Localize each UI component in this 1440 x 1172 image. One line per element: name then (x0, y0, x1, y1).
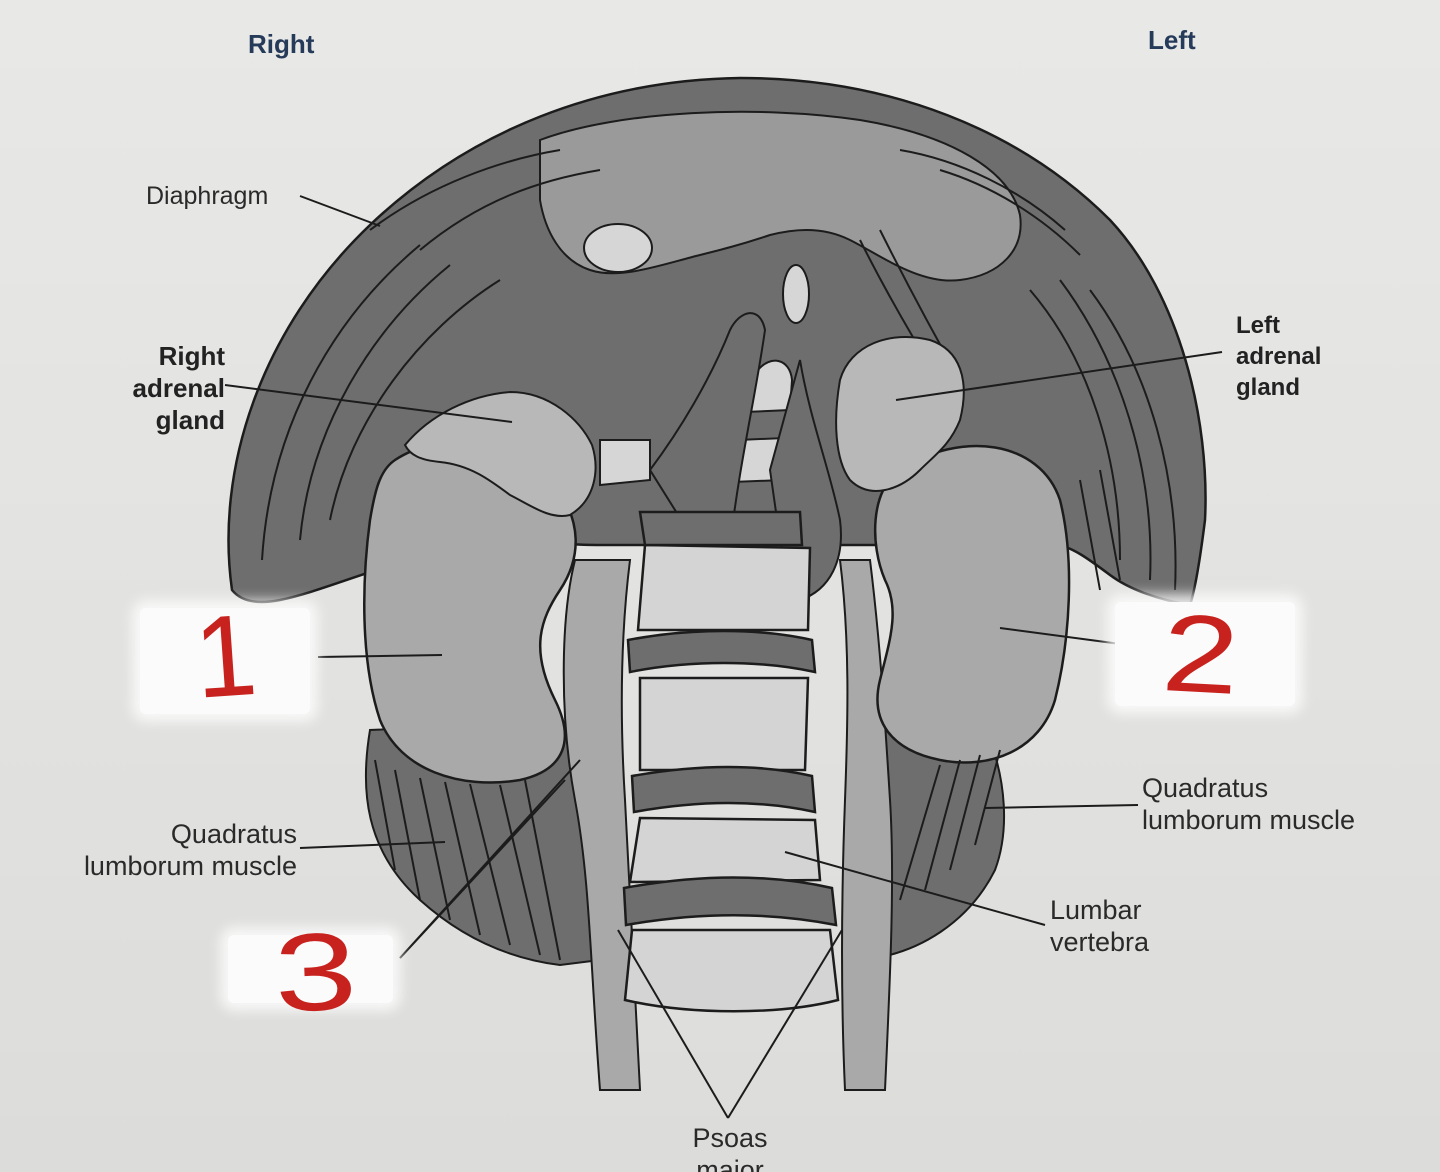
leader-2 (999, 627, 1129, 646)
quadratus-striations (374, 469, 1121, 961)
handwritten-mark-1: 1 (190, 589, 261, 724)
leader-psoas-b (727, 929, 843, 1119)
label-right-side: Right (248, 29, 315, 59)
handwritten-mark-2: 2 (1159, 591, 1243, 718)
label-cover-3 (228, 935, 393, 1003)
leader-right-adrenal (224, 384, 513, 423)
left-kidney (873, 444, 1071, 764)
label-left-side: Left (1148, 25, 1196, 55)
leader-lumbar (784, 851, 1046, 926)
diaphragm-fibers (261, 149, 1177, 591)
psoas-major-left (838, 559, 894, 1091)
label-lumbar-vertebra: Lumbar vertebra (1050, 895, 1150, 957)
leader-psoas-a (617, 929, 729, 1119)
label-psoas-major: Psoas major (692, 1123, 768, 1172)
lumbar-vertebrae (622, 510, 840, 1013)
great-vessel (599, 439, 651, 487)
caval-opening (583, 223, 653, 273)
right-adrenal-gland (403, 390, 597, 517)
esophageal-opening (782, 264, 810, 324)
leader-1 (317, 654, 443, 658)
label-cover-2 (1115, 602, 1295, 706)
central-tendon (539, 110, 1022, 282)
leader-quadratus-left (299, 841, 446, 849)
label-quadratus-lumborum-right-side: Quadratus lumborum muscle (83, 819, 297, 881)
label-right-adrenal-gland: Right adrenal gland (132, 341, 226, 435)
handwritten-mark-3: 3 (272, 909, 359, 1036)
psoas-major-right (562, 559, 642, 1091)
label-left-adrenal-gland: Left adrenal gland (1236, 312, 1322, 401)
leader-lines (224, 195, 1223, 1119)
leader-diaphragm (299, 195, 381, 227)
leader-left-adrenal (895, 351, 1223, 401)
right-crus (648, 312, 767, 552)
label-cover-1 (140, 608, 310, 714)
leader-3-b (399, 759, 581, 959)
label-diaphragm: Diaphragm (146, 182, 269, 210)
label-quadratus-lumborum-left-side: Quadratus lumborum muscle (1142, 773, 1356, 835)
leader-quadratus-right (984, 804, 1139, 809)
left-adrenal-gland (835, 335, 965, 492)
